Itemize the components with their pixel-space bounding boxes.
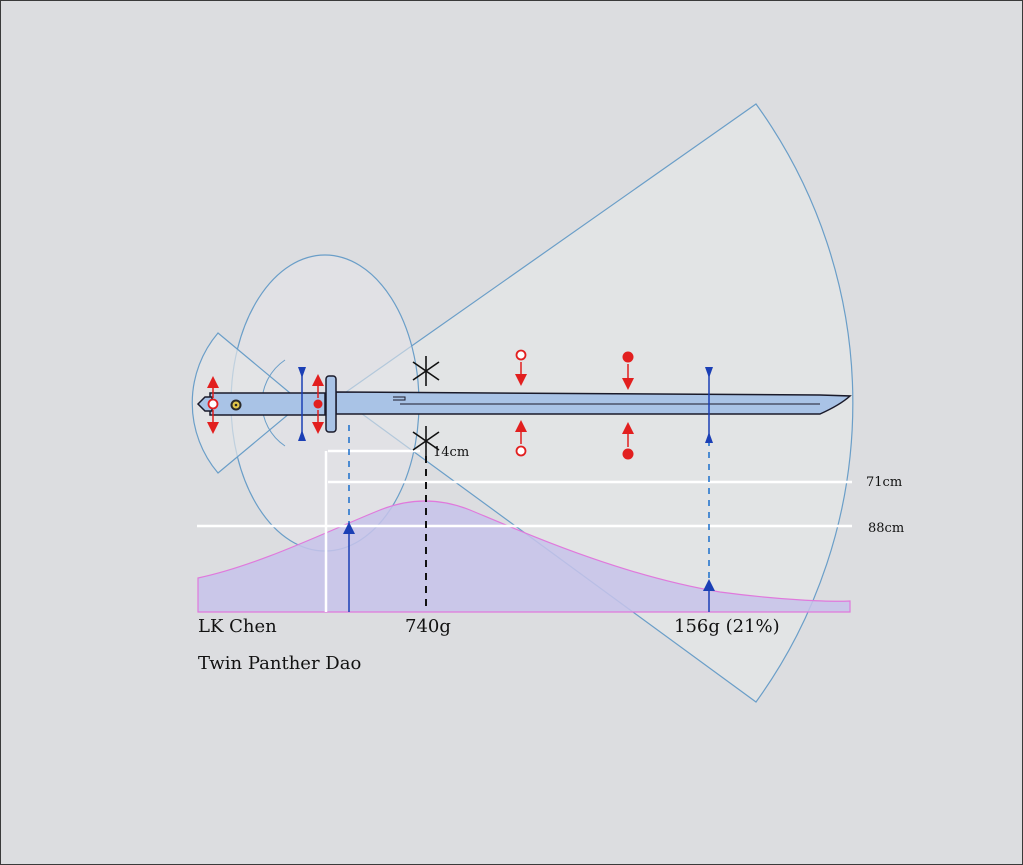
blade-mass-label: 156g (21%): [674, 616, 780, 637]
handle-ornament-icon: [230, 399, 242, 411]
blade-length-label: 71cm: [866, 475, 902, 490]
total-length-label: 88cm: [868, 521, 904, 536]
hilt-pivot-icon: [313, 399, 323, 409]
balance-offset-label: 14cm: [433, 445, 469, 460]
percussion-point-top-icon: [622, 351, 634, 363]
mass-label: 740g: [405, 616, 451, 637]
pivot-point-top-icon: [515, 349, 527, 361]
handle: [209, 392, 326, 416]
guard: [325, 375, 337, 433]
mass-distribution-curve: [197, 500, 851, 613]
percussion-point-bottom-icon: [622, 448, 634, 460]
blade-fuller: [393, 396, 406, 401]
balance-point-top-icon: [412, 356, 440, 386]
model-label: Twin Panther Dao: [198, 653, 361, 674]
blade-node-top-icon: [705, 367, 713, 378]
blade-node-bottom-icon: [705, 432, 713, 443]
pivot-point-bottom-icon: [515, 445, 527, 457]
length-guides: [197, 449, 852, 612]
maker-label: LK Chen: [198, 616, 277, 637]
pommel-pivot-icon: [207, 398, 219, 410]
balance-point-bottom-icon: [412, 426, 440, 456]
handle-node-bottom-icon: [298, 430, 306, 441]
handle-node-top-icon: [298, 367, 306, 378]
sword: [196, 375, 852, 433]
blade: [335, 391, 852, 415]
